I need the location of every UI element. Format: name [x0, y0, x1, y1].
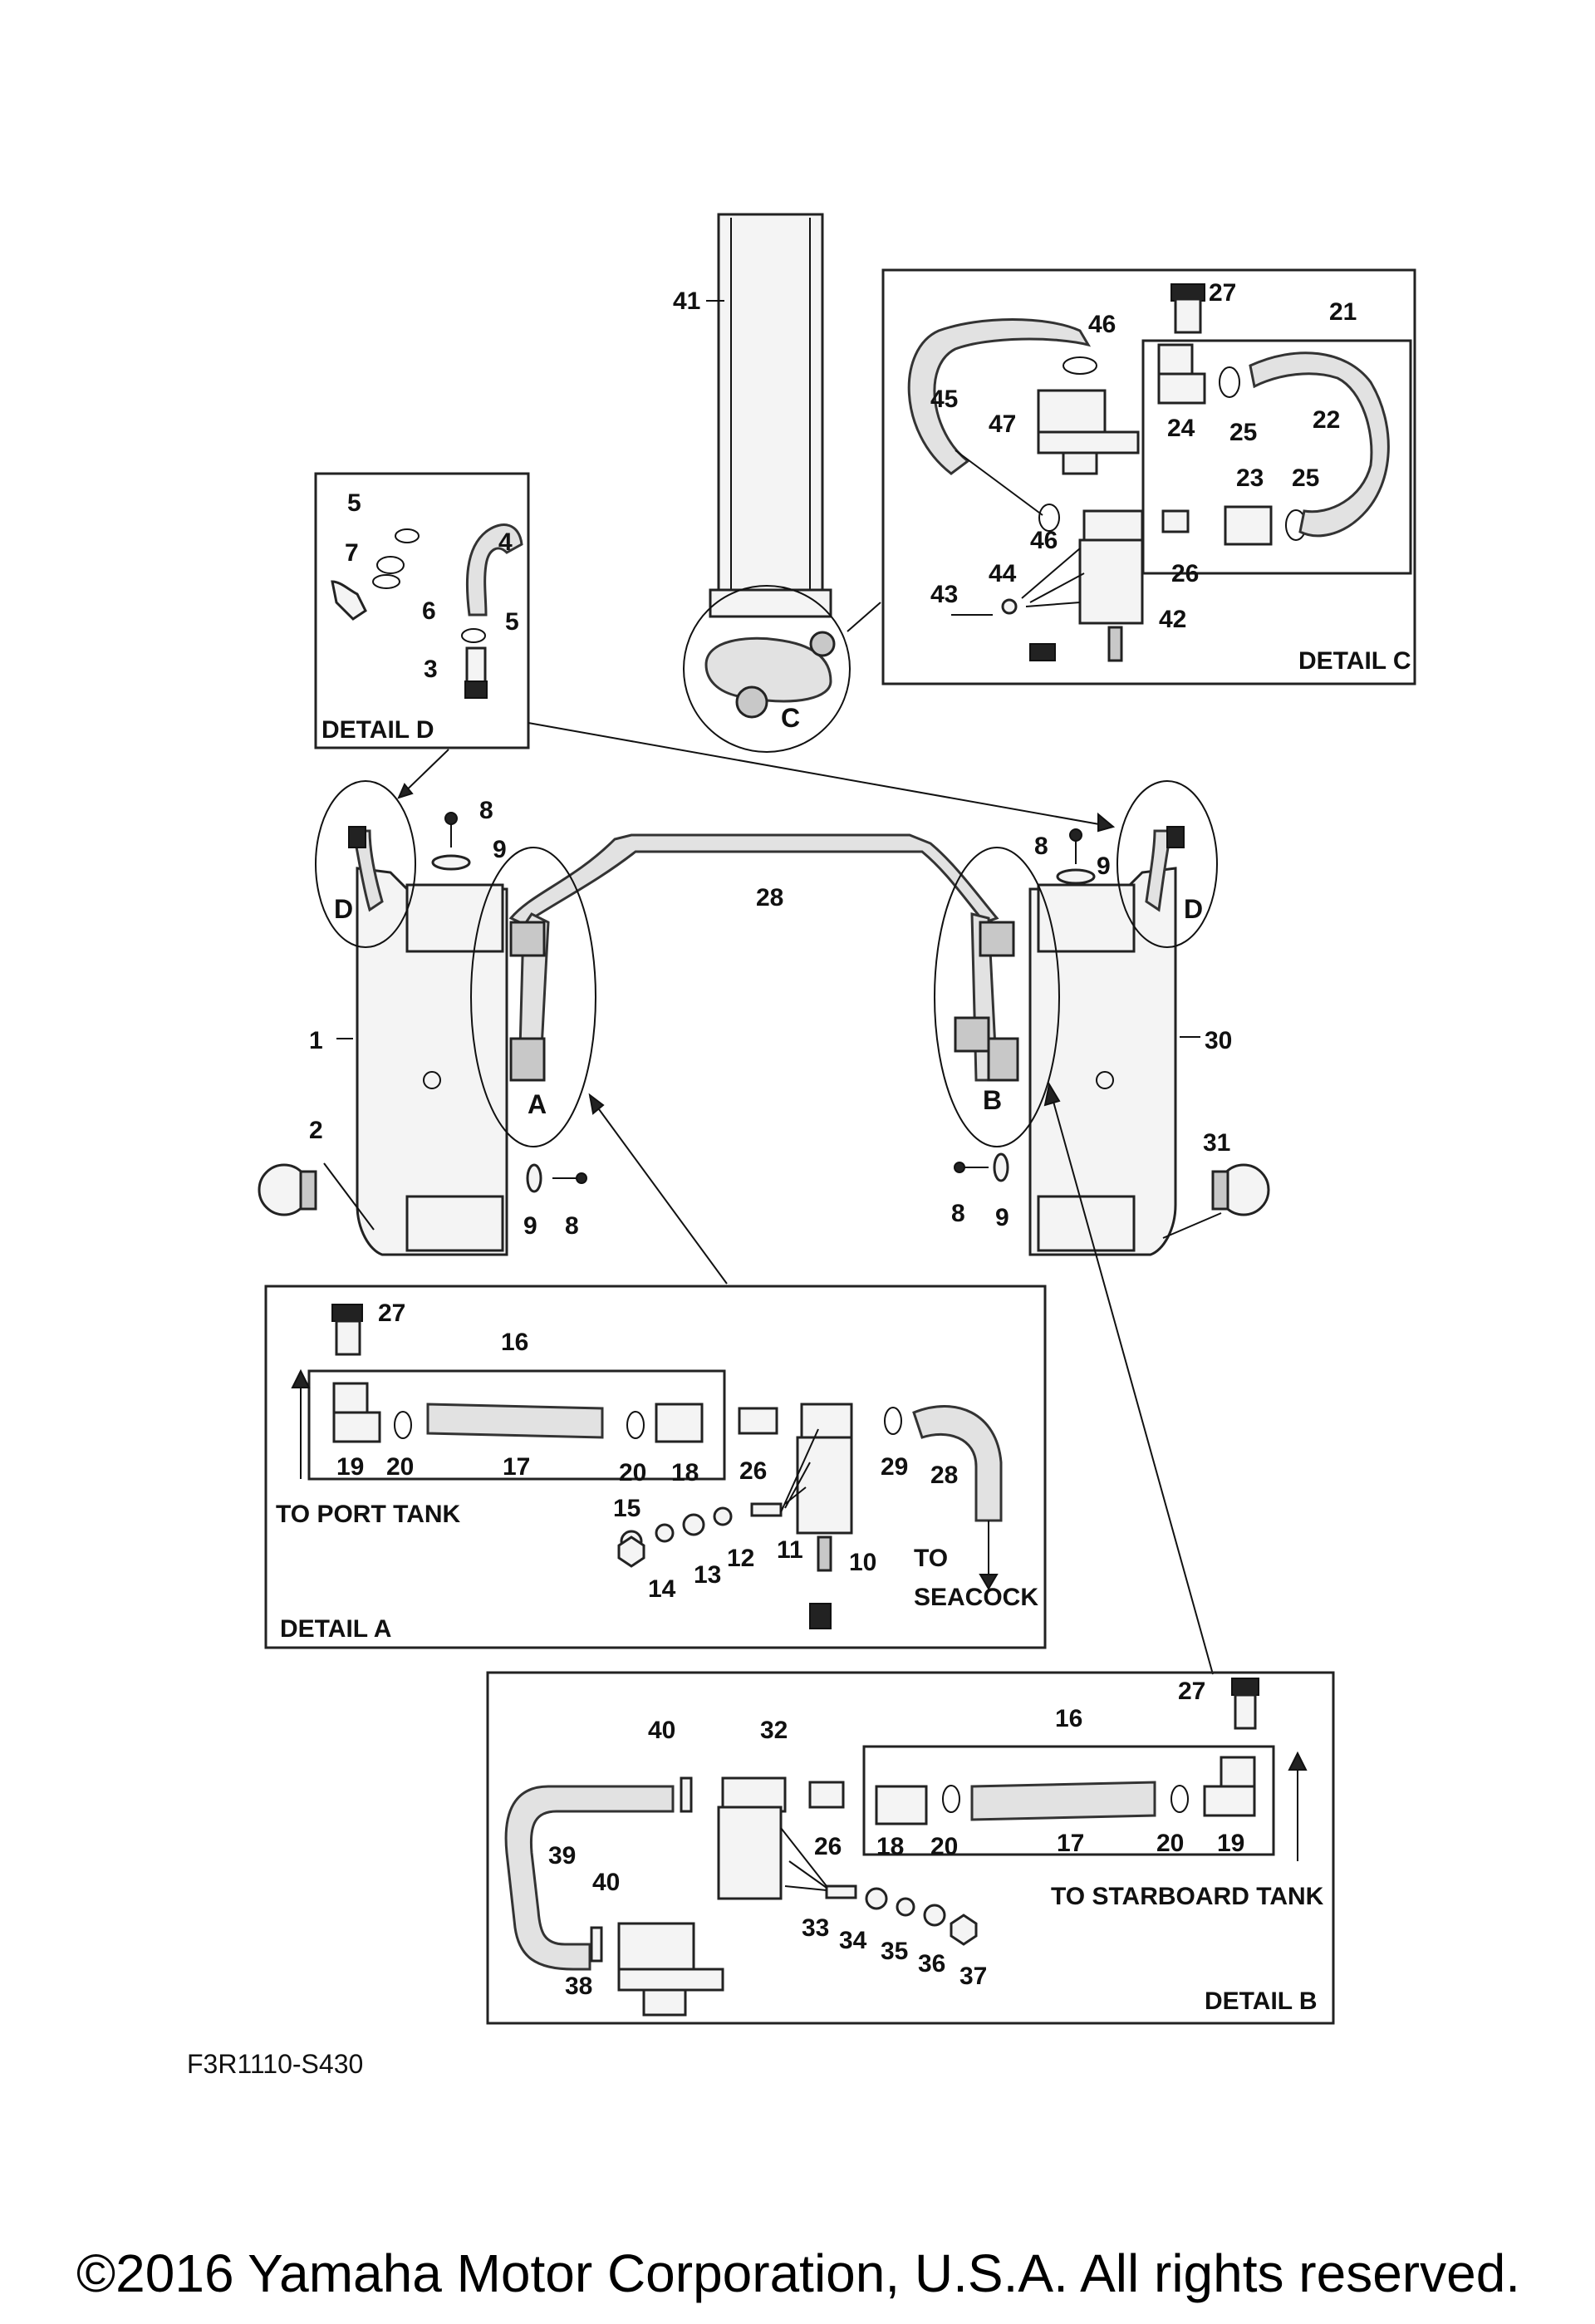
detail-c-circle — [683, 585, 851, 753]
circle-a — [470, 847, 596, 1147]
label-26-b: 26 — [814, 1833, 842, 1860]
label-25-c: 25 — [1292, 464, 1319, 492]
label-34: 34 — [839, 1927, 867, 1954]
callout-b: B — [983, 1085, 1002, 1115]
part-30-starboard-tank — [1028, 867, 1177, 1256]
label-2: 2 — [309, 1117, 323, 1144]
label-40-b: 40 — [592, 1869, 620, 1896]
label-11: 11 — [777, 1536, 803, 1564]
label-27-b: 27 — [1178, 1678, 1205, 1705]
label-46-c: 46 — [1030, 527, 1058, 554]
label-9-bot-port: 9 — [523, 1212, 537, 1240]
to-label: TO — [914, 1545, 948, 1572]
part-2-drain-plug — [258, 1163, 317, 1216]
label-6: 6 — [422, 597, 436, 625]
label-16-b: 16 — [1055, 1705, 1082, 1732]
label-38: 38 — [565, 1973, 592, 2000]
label-31: 31 — [1203, 1129, 1230, 1157]
label-7: 7 — [345, 539, 359, 567]
label-29: 29 — [881, 1453, 908, 1481]
to-port-tank-label: TO PORT TANK — [276, 1501, 461, 1528]
label-8-top-port: 8 — [479, 797, 493, 824]
detail-d-title: DETAIL D — [321, 716, 434, 744]
label-37: 37 — [959, 1963, 987, 1990]
label-33: 33 — [802, 1914, 829, 1942]
label-14: 14 — [648, 1575, 676, 1603]
label-27-a: 27 — [378, 1300, 405, 1327]
label-36: 36 — [918, 1950, 945, 1978]
label-27-c: 27 — [1209, 279, 1236, 307]
label-20-a-left: 20 — [386, 1453, 414, 1481]
label-18-b: 18 — [876, 1833, 904, 1860]
detail-c-box — [881, 268, 1416, 685]
label-4: 4 — [498, 528, 513, 556]
detail-a-title: DETAIL A — [280, 1615, 391, 1643]
label-40-b-top: 40 — [648, 1717, 675, 1744]
detail-d-box — [314, 472, 530, 749]
circle-b — [934, 847, 1060, 1147]
label-19-b: 19 — [1217, 1830, 1244, 1857]
callout-a: A — [528, 1089, 547, 1119]
label-26-a: 26 — [739, 1457, 767, 1485]
label-9-top-stbd: 9 — [1097, 852, 1111, 880]
label-10: 10 — [849, 1549, 876, 1576]
part-1-port-tank — [356, 867, 508, 1256]
label-8-bot-stbd: 8 — [951, 1200, 965, 1227]
part-41-ballast-bag — [709, 213, 832, 618]
label-16-a: 16 — [501, 1329, 528, 1356]
label-43: 43 — [930, 581, 958, 608]
label-45: 45 — [930, 386, 958, 413]
label-24: 24 — [1167, 415, 1195, 442]
label-9-top-port: 9 — [493, 836, 507, 863]
detail-b-box — [486, 1671, 1335, 2025]
label-8-bot-port: 8 — [565, 1212, 579, 1240]
label-9-bot-stbd: 9 — [995, 1204, 1009, 1231]
seacock-label: SEACOCK — [914, 1584, 1038, 1611]
label-20-b-left: 20 — [930, 1833, 958, 1860]
copyright-notice: ©2016 Yamaha Motor Corporation, U.S.A. A… — [76, 2243, 1520, 2303]
circle-d-starboard — [1116, 780, 1218, 948]
detail-c-title: DETAIL C — [1298, 647, 1411, 675]
part-31-drain-plug — [1211, 1163, 1270, 1216]
label-39: 39 — [548, 1842, 576, 1870]
label-17-b: 17 — [1057, 1830, 1084, 1857]
callout-c: C — [781, 703, 800, 733]
label-5-d: 5 — [505, 608, 519, 636]
label-20-a-right: 20 — [619, 1459, 646, 1486]
label-42: 42 — [1159, 606, 1186, 633]
diagram-ref-code: F3R1110-S430 — [187, 2049, 363, 2079]
label-8-top-stbd: 8 — [1034, 833, 1048, 860]
label-1: 1 — [309, 1027, 323, 1054]
label-28-main: 28 — [756, 884, 783, 911]
label-25-c-top: 25 — [1229, 419, 1257, 446]
label-22: 22 — [1313, 406, 1340, 434]
label-28-a: 28 — [930, 1462, 958, 1489]
detail-a-box — [264, 1285, 1047, 1649]
label-32: 32 — [760, 1717, 788, 1744]
detail-b-title: DETAIL B — [1205, 1987, 1318, 2015]
label-15: 15 — [613, 1495, 640, 1522]
label-47: 47 — [989, 410, 1016, 438]
label-12: 12 — [727, 1545, 754, 1572]
label-5-d-top: 5 — [347, 489, 361, 517]
label-17-a: 17 — [503, 1453, 530, 1481]
label-26-c: 26 — [1171, 560, 1199, 587]
label-44-c: 44 — [989, 560, 1017, 587]
callout-d-starboard: D — [1184, 894, 1203, 924]
label-3: 3 — [424, 656, 438, 683]
label-30: 30 — [1205, 1027, 1232, 1054]
to-starboard-tank-label: TO STARBOARD TANK — [1051, 1883, 1324, 1910]
label-46-c-top: 46 — [1088, 311, 1116, 338]
label-13: 13 — [694, 1561, 721, 1589]
label-18-a: 18 — [671, 1459, 699, 1486]
label-19-a: 19 — [336, 1453, 364, 1481]
label-20-b-right: 20 — [1156, 1830, 1184, 1857]
label-23: 23 — [1236, 464, 1264, 492]
label-21: 21 — [1329, 298, 1357, 326]
circle-d-port — [315, 780, 416, 948]
callout-d-port: D — [334, 894, 353, 924]
label-41: 41 — [673, 287, 700, 315]
label-35: 35 — [881, 1938, 908, 1965]
